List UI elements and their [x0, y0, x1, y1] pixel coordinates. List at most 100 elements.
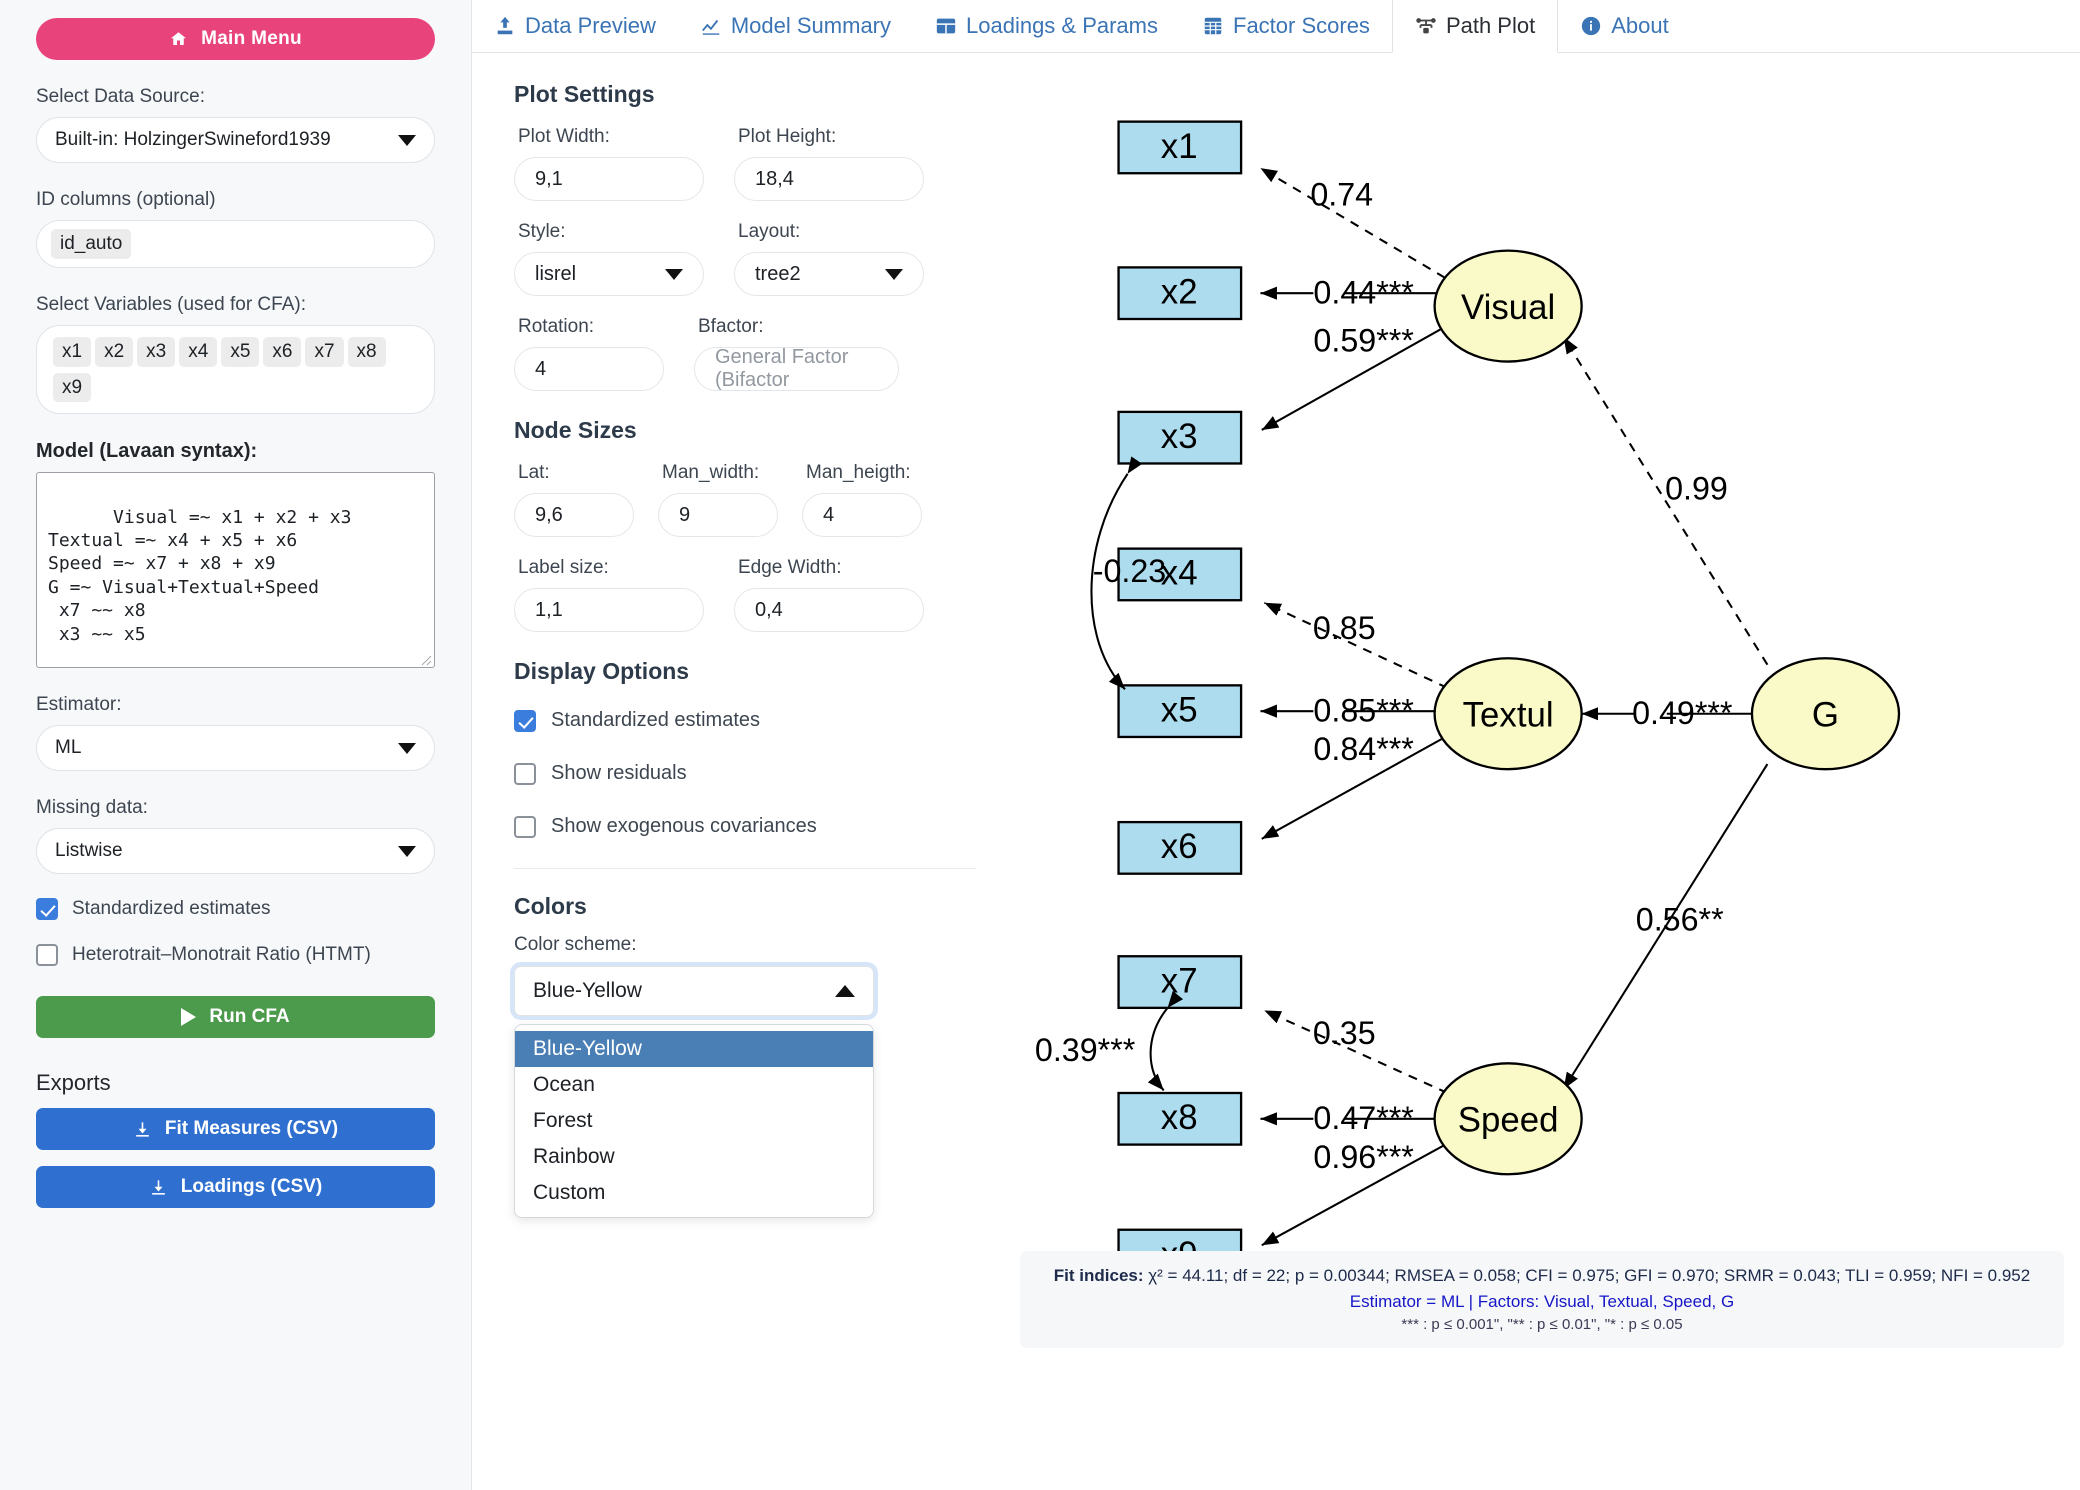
id-columns-input[interactable]: id_auto: [36, 220, 435, 268]
edge-width-group: Edge Width: 0,4: [734, 557, 924, 632]
manifest-node-x2[interactable]: x2: [1117, 266, 1243, 321]
manifest-node-x8[interactable]: x8: [1117, 1091, 1243, 1146]
manifest-node-x6[interactable]: x6: [1117, 820, 1243, 875]
color-scheme-select[interactable]: Blue-Yellow: [514, 966, 874, 1016]
model-syntax-textarea[interactable]: Visual =~ x1 + x2 + x3 Textual =~ x4 + x…: [36, 472, 435, 669]
estimator-select[interactable]: ML: [36, 725, 435, 772]
main-menu-button[interactable]: Main Menu: [36, 18, 435, 60]
htmt-label: Heterotrait–Monotrait Ratio (HTMT): [72, 944, 371, 966]
run-cfa-button[interactable]: Run CFA: [36, 996, 435, 1039]
chevron-down-icon: [885, 268, 903, 280]
option-blue-yellow[interactable]: Blue-Yellow: [515, 1031, 873, 1067]
edge-label-g-visual: 0.99: [1665, 471, 1728, 507]
variable-chip[interactable]: x9: [53, 372, 92, 403]
resize-grip-icon[interactable]: [418, 652, 432, 666]
edge-label-textual-x4: 0.85: [1313, 610, 1376, 646]
option-forest[interactable]: Forest: [533, 1109, 593, 1132]
color-scheme-dropdown: Blue-Yellow Ocean Forest Rainbow Custom: [514, 1024, 874, 1218]
man-height-group: Man_heigth: 4: [802, 462, 922, 537]
display-exogenous-row[interactable]: Show exogenous covariances: [514, 815, 976, 838]
display-residuals-checkbox[interactable]: [514, 762, 536, 785]
fit-measures-label: Fit Measures (CSV): [164, 1118, 339, 1140]
man-width-value: 9: [679, 503, 691, 526]
tab-loadings-params[interactable]: Loadings & Params: [913, 0, 1180, 52]
man-height-input[interactable]: 4: [802, 493, 922, 537]
variable-chip[interactable]: x3: [137, 336, 176, 367]
standardized-estimates-row[interactable]: Standardized estimates: [36, 898, 435, 921]
variable-chip[interactable]: x5: [221, 336, 260, 367]
missing-data-select[interactable]: Listwise: [36, 828, 435, 875]
rotation-label: Rotation:: [518, 316, 595, 337]
edge-label-textual-x5: 0.85***: [1313, 692, 1414, 728]
node-label: x1: [1161, 127, 1198, 166]
man-width-label: Man_width:: [662, 462, 760, 483]
variable-chip[interactable]: x1: [53, 336, 92, 367]
edge-speed-x9: [1261, 1141, 1451, 1247]
plot-settings-panel: Plot Settings Plot Width: 9,1 Plot Heigh…: [472, 53, 1002, 1356]
manifest-node-x7[interactable]: x7: [1117, 955, 1243, 1010]
data-source-select[interactable]: Built-in: HolzingerSwineford1939: [36, 117, 435, 163]
tab-factor-scores[interactable]: Factor Scores: [1180, 0, 1392, 52]
style-select[interactable]: lisrel: [514, 252, 704, 296]
latent-node-visual[interactable]: Visual: [1433, 249, 1583, 363]
color-scheme-value: Blue-Yellow: [533, 979, 642, 1002]
colors-title: Colors: [514, 893, 587, 919]
variable-chip[interactable]: x7: [305, 336, 344, 367]
layout-select[interactable]: tree2: [734, 252, 924, 296]
id-chip[interactable]: id_auto: [51, 229, 132, 259]
standardized-estimates-checkbox[interactable]: [36, 898, 58, 921]
option-rainbow[interactable]: Rainbow: [533, 1145, 615, 1168]
rotation-input[interactable]: 4: [514, 347, 664, 391]
manifest-node-x1[interactable]: x1: [1117, 120, 1243, 175]
manifest-node-x3[interactable]: x3: [1117, 410, 1243, 465]
edge-width-label: Edge Width:: [738, 557, 842, 578]
display-exogenous-label: Show exogenous covariances: [551, 815, 817, 837]
tab-path-plot[interactable]: Path Plot: [1391, 0, 1559, 53]
display-residuals-row[interactable]: Show residuals: [514, 762, 976, 785]
display-standardized-row[interactable]: Standardized estimates: [514, 709, 976, 732]
plot-width-input[interactable]: 9,1: [514, 157, 704, 201]
download-icon: [136, 1122, 149, 1137]
node-sizes-title: Node Sizes: [514, 417, 637, 443]
man-width-input[interactable]: 9: [658, 493, 778, 537]
option-ocean[interactable]: Ocean: [533, 1073, 595, 1096]
variables-input[interactable]: x1 x2 x3 x4 x5 x6 x7 x8 x9: [36, 324, 435, 415]
sitemap-icon: [1416, 18, 1436, 34]
latent-node-g[interactable]: G: [1750, 657, 1901, 771]
htmt-row[interactable]: Heterotrait–Monotrait Ratio (HTMT): [36, 944, 435, 967]
exports-heading: Exports: [36, 1070, 111, 1096]
rotation-group: Rotation: 4: [514, 316, 664, 391]
loadings-csv-button[interactable]: Loadings (CSV): [36, 1166, 435, 1209]
node-label: x3: [1161, 417, 1198, 456]
chevron-down-icon: [398, 742, 416, 754]
latent-node-speed[interactable]: Speed: [1433, 1062, 1583, 1176]
edge-width-input[interactable]: 0,4: [734, 588, 924, 632]
edge-textual-x6: [1261, 733, 1451, 840]
variable-chip[interactable]: x8: [347, 336, 386, 367]
display-exogenous-checkbox[interactable]: [514, 815, 536, 838]
display-standardized-checkbox[interactable]: [514, 709, 536, 732]
htmt-checkbox[interactable]: [36, 944, 58, 967]
node-label: x8: [1161, 1098, 1198, 1137]
bfactor-input[interactable]: General Factor (Bifactor: [694, 346, 899, 391]
manifest-node-x5[interactable]: x5: [1117, 684, 1243, 739]
variable-chip[interactable]: x2: [95, 336, 134, 367]
fit-measures-csv-button[interactable]: Fit Measures (CSV): [36, 1108, 435, 1151]
latent-node-textual[interactable]: Textul: [1433, 657, 1583, 771]
option-custom[interactable]: Custom: [533, 1181, 606, 1204]
variable-chip[interactable]: x4: [179, 336, 218, 367]
tab-about[interactable]: About: [1558, 0, 1691, 52]
tab-data-preview[interactable]: Data Preview: [472, 0, 678, 52]
plot-height-input[interactable]: 18,4: [734, 157, 924, 201]
label-size-input[interactable]: 1,1: [514, 588, 704, 632]
tab-model-summary[interactable]: Model Summary: [678, 0, 913, 52]
fit-indices-values: χ² = 44.11; df = 22; p = 0.00344; RMSEA …: [1143, 1266, 2031, 1286]
info-icon: [1582, 16, 1601, 36]
lat-input[interactable]: 9,6: [514, 493, 634, 537]
data-source-label: Select Data Source:: [36, 86, 205, 107]
path-diagram[interactable]: x1 x2 x3 x4: [1002, 61, 2022, 1351]
tab-label: About: [1611, 13, 1669, 38]
variable-chip[interactable]: x6: [263, 336, 302, 367]
plot-height-value: 18,4: [755, 167, 794, 190]
